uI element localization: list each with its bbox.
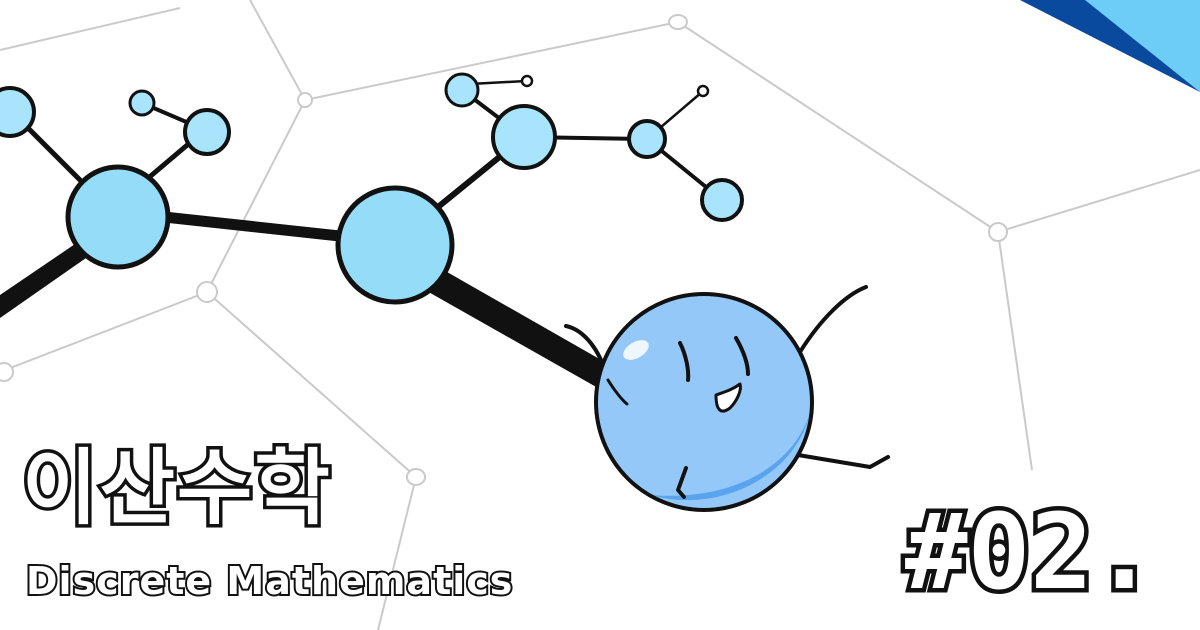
title-korean: 이산수학	[19, 441, 334, 536]
mascot-cheek-line	[606, 378, 629, 406]
atom-right-low	[700, 178, 744, 222]
mascot-leg	[784, 451, 890, 469]
molecule-bonds	[0, 79, 724, 388]
atom-upper-mid	[491, 104, 557, 170]
mascot-mouth	[714, 382, 742, 413]
atom-large-left	[65, 164, 171, 270]
mascot-left-eye	[678, 341, 691, 382]
mascot-character	[564, 285, 890, 512]
atom-top-small	[444, 72, 480, 108]
atom-left-top	[0, 86, 36, 138]
mascot-foot-mark	[676, 466, 688, 499]
atom-tiny-right	[696, 84, 710, 98]
atom-mid-left	[183, 108, 231, 156]
mascot-highlight	[623, 340, 649, 360]
mascot-right-arm	[798, 285, 868, 354]
episode-number: #02.	[900, 491, 1159, 613]
atom-tiny-top	[520, 74, 534, 88]
atom-large-center	[335, 185, 455, 305]
molecule-atoms	[0, 72, 744, 305]
mascot-right-eye	[734, 336, 750, 376]
atom-right-mid	[627, 119, 667, 159]
atom-small-left	[128, 89, 156, 117]
title-english: Discrete Mathematics	[24, 559, 514, 603]
mascot-body	[596, 294, 812, 510]
corner-accent	[1020, 0, 1200, 92]
